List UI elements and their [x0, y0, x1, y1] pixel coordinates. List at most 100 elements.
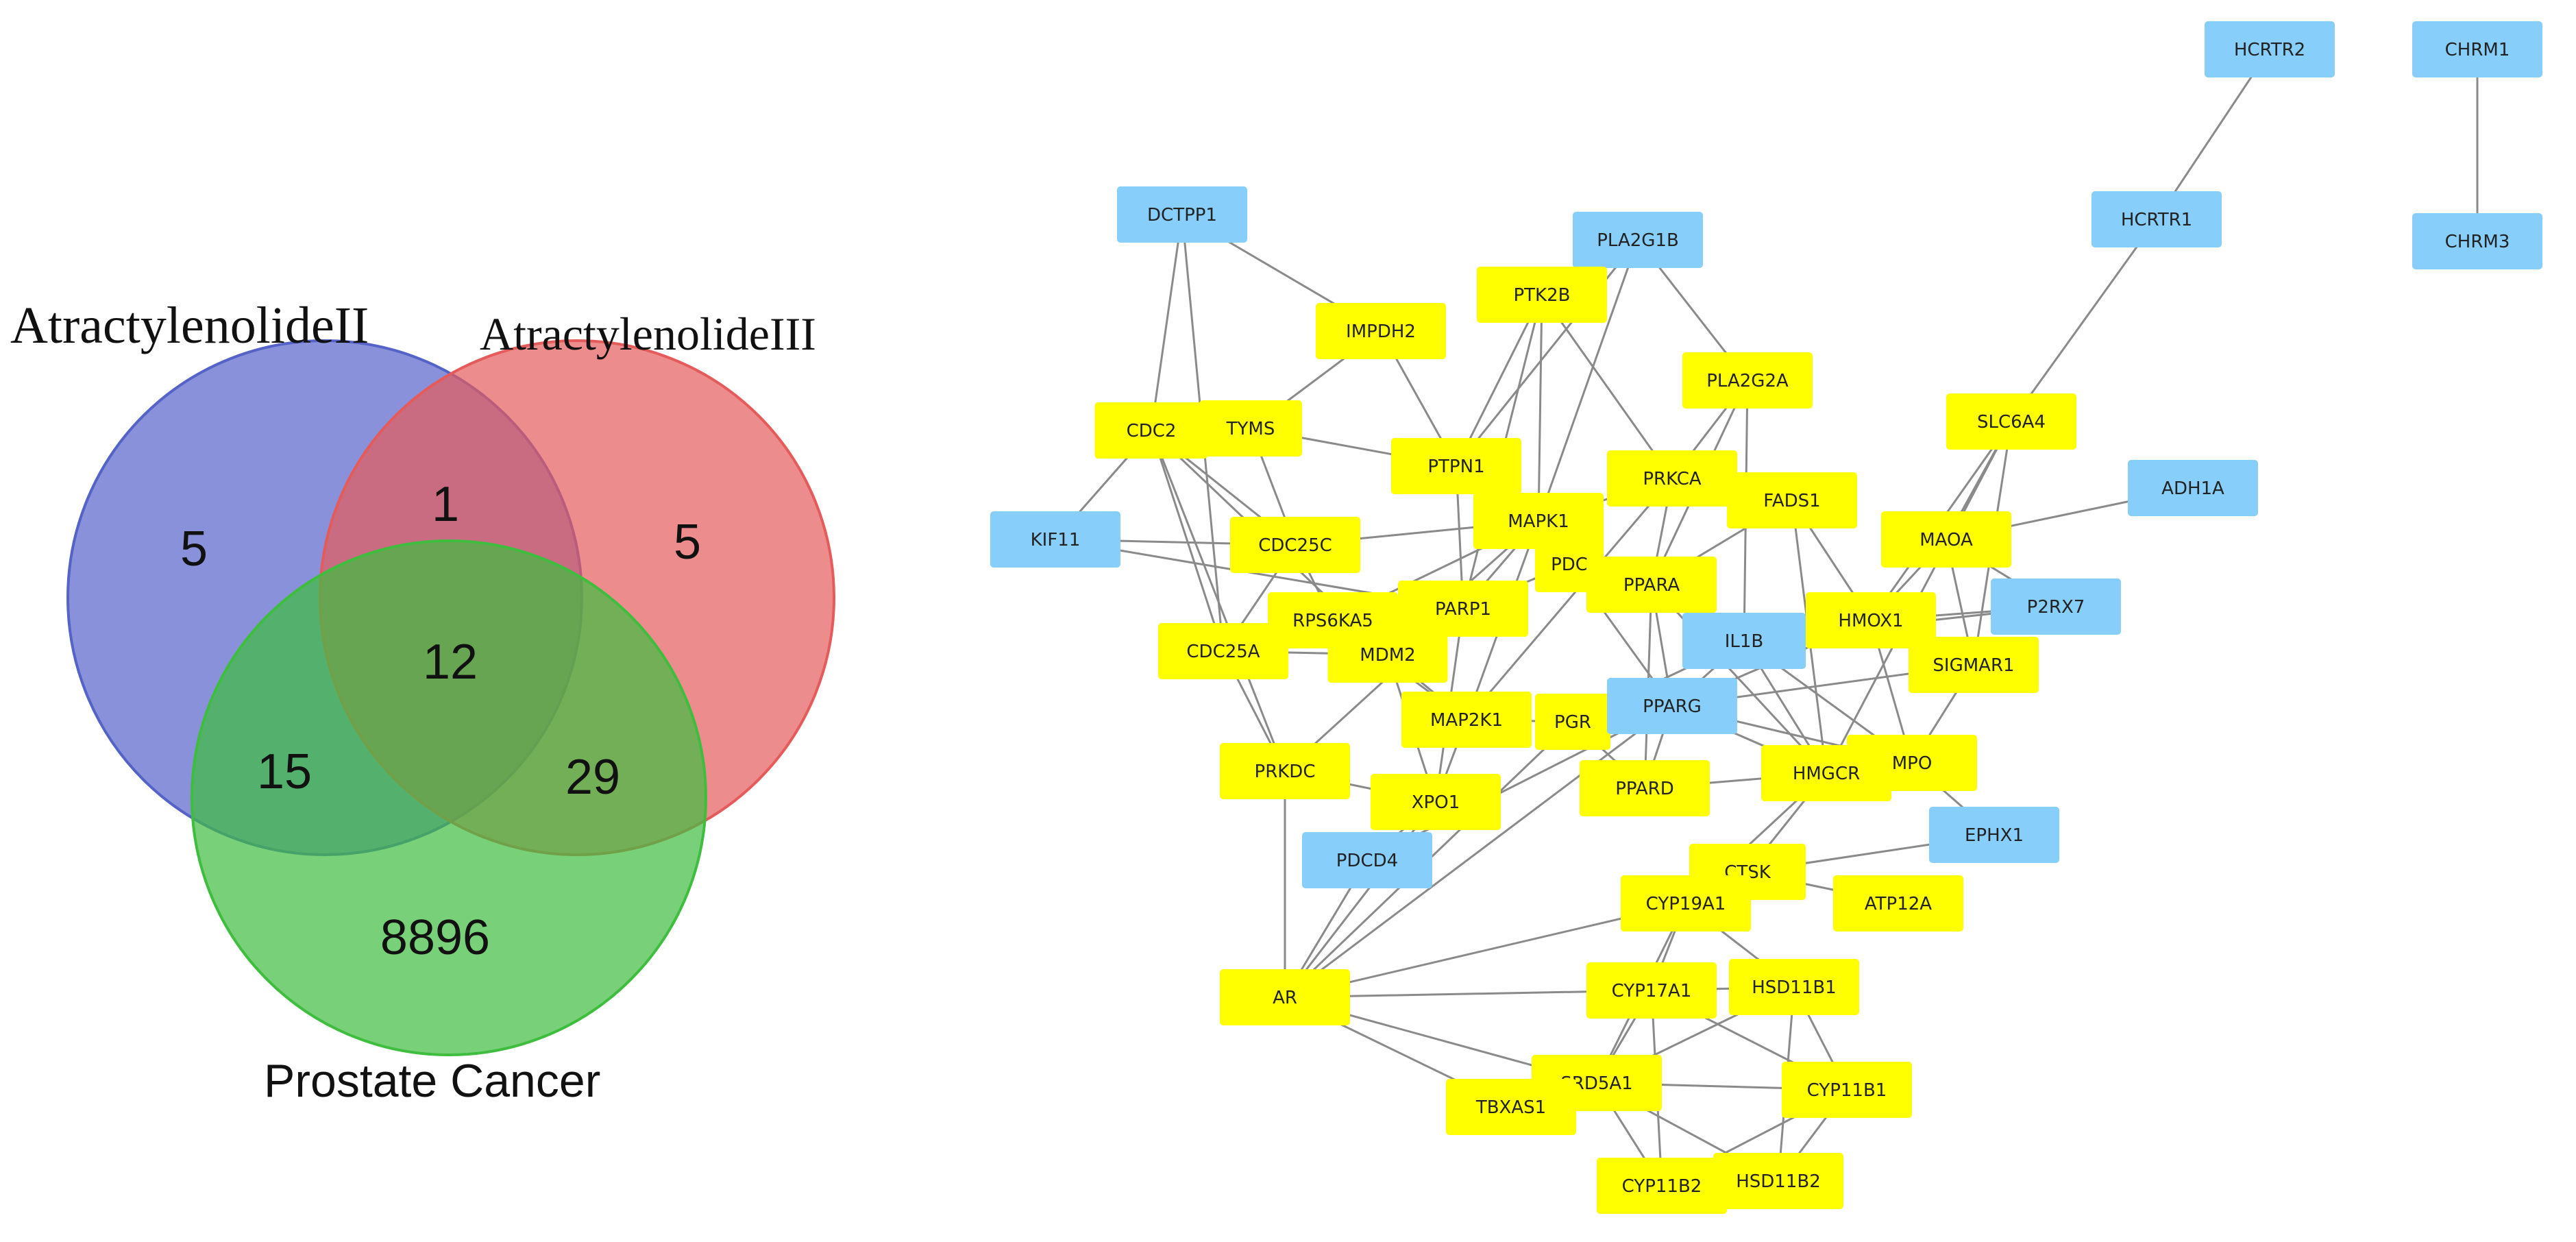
node-cyp11b2[interactable]: CYP11B2: [1597, 1158, 1727, 1214]
node-il1b[interactable]: IL1B: [1682, 613, 1806, 669]
node-box: [1621, 875, 1751, 931]
node-hcrtr2[interactable]: HCRTR2: [2205, 21, 2335, 77]
node-box: [2092, 191, 2222, 247]
venn-count-c-only: 8896: [380, 910, 490, 965]
node-label: HMGCR: [1793, 764, 1860, 784]
node-fads1[interactable]: FADS1: [1727, 472, 1857, 528]
node-tbxas1[interactable]: TBXAS1: [1446, 1079, 1576, 1135]
node-atp12a[interactable]: ATP12A: [1833, 875, 1963, 931]
node-box: [1782, 1062, 1912, 1118]
node-label: HCRTR1: [2121, 210, 2192, 230]
node-box: [1946, 393, 2076, 450]
venn-count-bc-only: 29: [565, 750, 620, 805]
node-sigmar1[interactable]: SIGMAR1: [1909, 637, 2039, 693]
node-box: [1761, 745, 1891, 801]
node-label: PRKDC: [1255, 762, 1316, 782]
node-label: MAP2K1: [1430, 710, 1503, 731]
edge-cdc2-prkdc: [1150, 430, 1286, 772]
node-pla2g1b[interactable]: PLA2G1B: [1573, 212, 1703, 268]
node-label: PLA2G2A: [1706, 371, 1789, 391]
node-pparg[interactable]: PPARG: [1607, 678, 1737, 734]
node-pla2g2a[interactable]: PLA2G2A: [1682, 352, 1813, 409]
node-ptpn1[interactable]: PTPN1: [1391, 438, 1521, 494]
node-mapk1[interactable]: MAPK1: [1473, 493, 1604, 549]
node-tyms[interactable]: TYMS: [1199, 400, 1302, 456]
node-xpo1[interactable]: XPO1: [1371, 774, 1501, 830]
node-label: EPHX1: [1965, 825, 2024, 846]
node-box: [1117, 186, 1247, 243]
node-cyp11b1[interactable]: CYP11B1: [1782, 1062, 1912, 1118]
venn-set-prostate-cancer-circle: [191, 539, 707, 1056]
node-maoa[interactable]: MAOA: [1881, 511, 2011, 568]
node-cyp17a1[interactable]: CYP17A1: [1586, 962, 1717, 1019]
node-ar[interactable]: AR: [1220, 969, 1350, 1025]
node-prkca[interactable]: PRKCA: [1607, 450, 1737, 507]
node-label: PPARD: [1615, 779, 1674, 799]
node-label: KIF11: [1031, 530, 1081, 550]
node-box: [1580, 760, 1710, 816]
node-pgr[interactable]: PGR: [1535, 694, 1610, 750]
node-box: [1094, 402, 1208, 459]
node-hmox1[interactable]: HMOX1: [1806, 592, 1936, 648]
node-label: SLC6A4: [1977, 412, 2046, 433]
node-chrm3[interactable]: CHRM3: [2412, 213, 2542, 269]
edge-cdc2-cdc25a: [1150, 430, 1225, 652]
node-label: CYP11B2: [1622, 1176, 1702, 1197]
node-hmgcr[interactable]: HMGCR: [1761, 745, 1891, 801]
node-hsd11b1[interactable]: HSD11B1: [1729, 959, 1859, 1015]
node-cdc25c[interactable]: CDC25C: [1230, 517, 1360, 573]
node-ephx1[interactable]: EPHX1: [1929, 807, 2059, 863]
node-cyp19a1[interactable]: CYP19A1: [1621, 875, 1751, 931]
node-hcrtr1[interactable]: HCRTR1: [2092, 191, 2222, 247]
node-box: [1607, 678, 1737, 734]
edge-ppara-hmgcr: [1650, 583, 1828, 775]
node-hsd11b2[interactable]: HSD11B2: [1713, 1153, 1843, 1209]
venn-count-b-only: 5: [674, 515, 701, 570]
node-map2k1[interactable]: MAP2K1: [1401, 692, 1532, 748]
node-label: PARP1: [1435, 599, 1491, 620]
node-label: PRKCA: [1643, 469, 1702, 489]
node-ptk2b[interactable]: PTK2B: [1477, 267, 1607, 323]
node-mdm2[interactable]: MDM2: [1327, 626, 1448, 683]
node-dctpp1[interactable]: DCTPP1: [1117, 186, 1247, 243]
node-box: [2205, 21, 2335, 77]
node-parp1[interactable]: PARP1: [1398, 581, 1528, 637]
node-cdc25a[interactable]: CDC25A: [1158, 623, 1288, 679]
node-prkdc[interactable]: PRKDC: [1220, 743, 1350, 799]
node-p2rx7[interactable]: P2RX7: [1991, 579, 2121, 635]
node-label: SIGMAR1: [1933, 655, 2014, 676]
node-label: HSD11B2: [1736, 1171, 1821, 1192]
node-box: [1401, 692, 1532, 748]
node-chrm1[interactable]: CHRM1: [2412, 21, 2542, 77]
node-box: [1535, 694, 1610, 750]
node-label: PTK2B: [1514, 285, 1571, 306]
node-pdcd4[interactable]: PDCD4: [1302, 832, 1432, 888]
node-label: CDC2: [1127, 421, 1177, 441]
venn-label-atractylenolide-ii: AtractylenolideII: [10, 297, 369, 354]
node-box: [1909, 637, 2039, 693]
node-box: [1729, 959, 1859, 1015]
node-label: XPO1: [1412, 792, 1460, 813]
node-box: [1473, 493, 1604, 549]
node-impdh2[interactable]: IMPDH2: [1316, 303, 1446, 359]
node-ppard[interactable]: PPARD: [1580, 760, 1710, 816]
node-ppara[interactable]: PPARA: [1586, 557, 1717, 613]
node-box: [1833, 875, 1963, 931]
node-label: TYMS: [1226, 419, 1275, 439]
venn-count-ac-only: 15: [257, 744, 312, 799]
node-label: MPO: [1892, 753, 1933, 774]
node-cdc2[interactable]: CDC2: [1094, 402, 1208, 459]
node-label: ADH1A: [2161, 478, 2224, 499]
node-label: MAOA: [1919, 530, 1973, 550]
node-label: HCRTR2: [2234, 40, 2305, 60]
edge-ptk2b-prkca: [1541, 294, 1673, 479]
node-kif11[interactable]: KIF11: [990, 511, 1120, 568]
node-box: [1398, 581, 1528, 637]
node-adh1a[interactable]: ADH1A: [2128, 460, 2258, 516]
node-slc6a4[interactable]: SLC6A4: [1946, 393, 2076, 450]
node-label: AR: [1273, 988, 1297, 1008]
node-label: PDCD4: [1336, 851, 1398, 871]
node-box: [1230, 517, 1360, 573]
node-label: HSD11B1: [1752, 977, 1837, 998]
